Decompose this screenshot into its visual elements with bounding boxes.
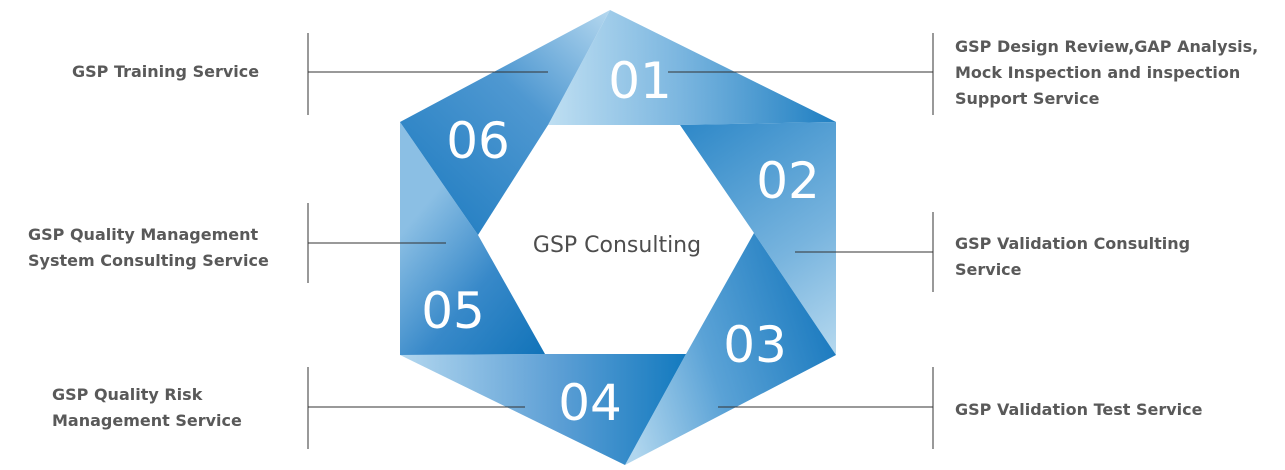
segment-number-03: 03 xyxy=(723,316,787,374)
label-06-line-1: GSP Training Service xyxy=(72,62,260,81)
segment-number-04: 04 xyxy=(558,374,622,432)
label-01-line-2: Mock Inspection and inspection xyxy=(955,63,1241,82)
segment-04-band xyxy=(400,354,686,465)
label-segment-03: GSP Validation Test Service xyxy=(955,397,1202,423)
label-segment-06: GSP Training Service xyxy=(72,59,259,85)
label-segment-04: GSP Quality Risk Management Service xyxy=(52,382,242,434)
segment-number-01: 01 xyxy=(608,52,672,110)
segment-number-02: 02 xyxy=(756,152,820,210)
label-05-line-1: GSP Quality Management xyxy=(28,225,259,244)
segment-02-band xyxy=(680,122,836,355)
label-05-line-2: System Consulting Service xyxy=(28,251,269,270)
segment-03-band xyxy=(625,233,836,465)
label-02-line-1: GSP Validation Consulting xyxy=(955,234,1191,253)
label-segment-01: GSP Design Review,GAP Analysis, Mock Ins… xyxy=(955,34,1258,112)
center-label: GSP Consulting xyxy=(533,233,701,258)
label-segment-02: GSP Validation Consulting Service xyxy=(955,231,1190,283)
label-02-line-2: Service xyxy=(955,260,1022,279)
segment-01-band xyxy=(548,10,836,125)
label-04-line-1: GSP Quality Risk xyxy=(52,385,203,404)
segment-number-06: 06 xyxy=(446,112,510,170)
label-01-line-3: Support Service xyxy=(955,89,1100,108)
segment-number-05: 05 xyxy=(421,282,485,340)
segment-05-band xyxy=(400,122,545,355)
segment-06-band xyxy=(400,10,610,235)
label-segment-05: GSP Quality Management System Consulting… xyxy=(28,222,269,274)
label-03-line-1: GSP Validation Test Service xyxy=(955,400,1203,419)
label-04-line-2: Management Service xyxy=(52,411,242,430)
label-01-line-1: GSP Design Review,GAP Analysis, xyxy=(955,37,1259,56)
